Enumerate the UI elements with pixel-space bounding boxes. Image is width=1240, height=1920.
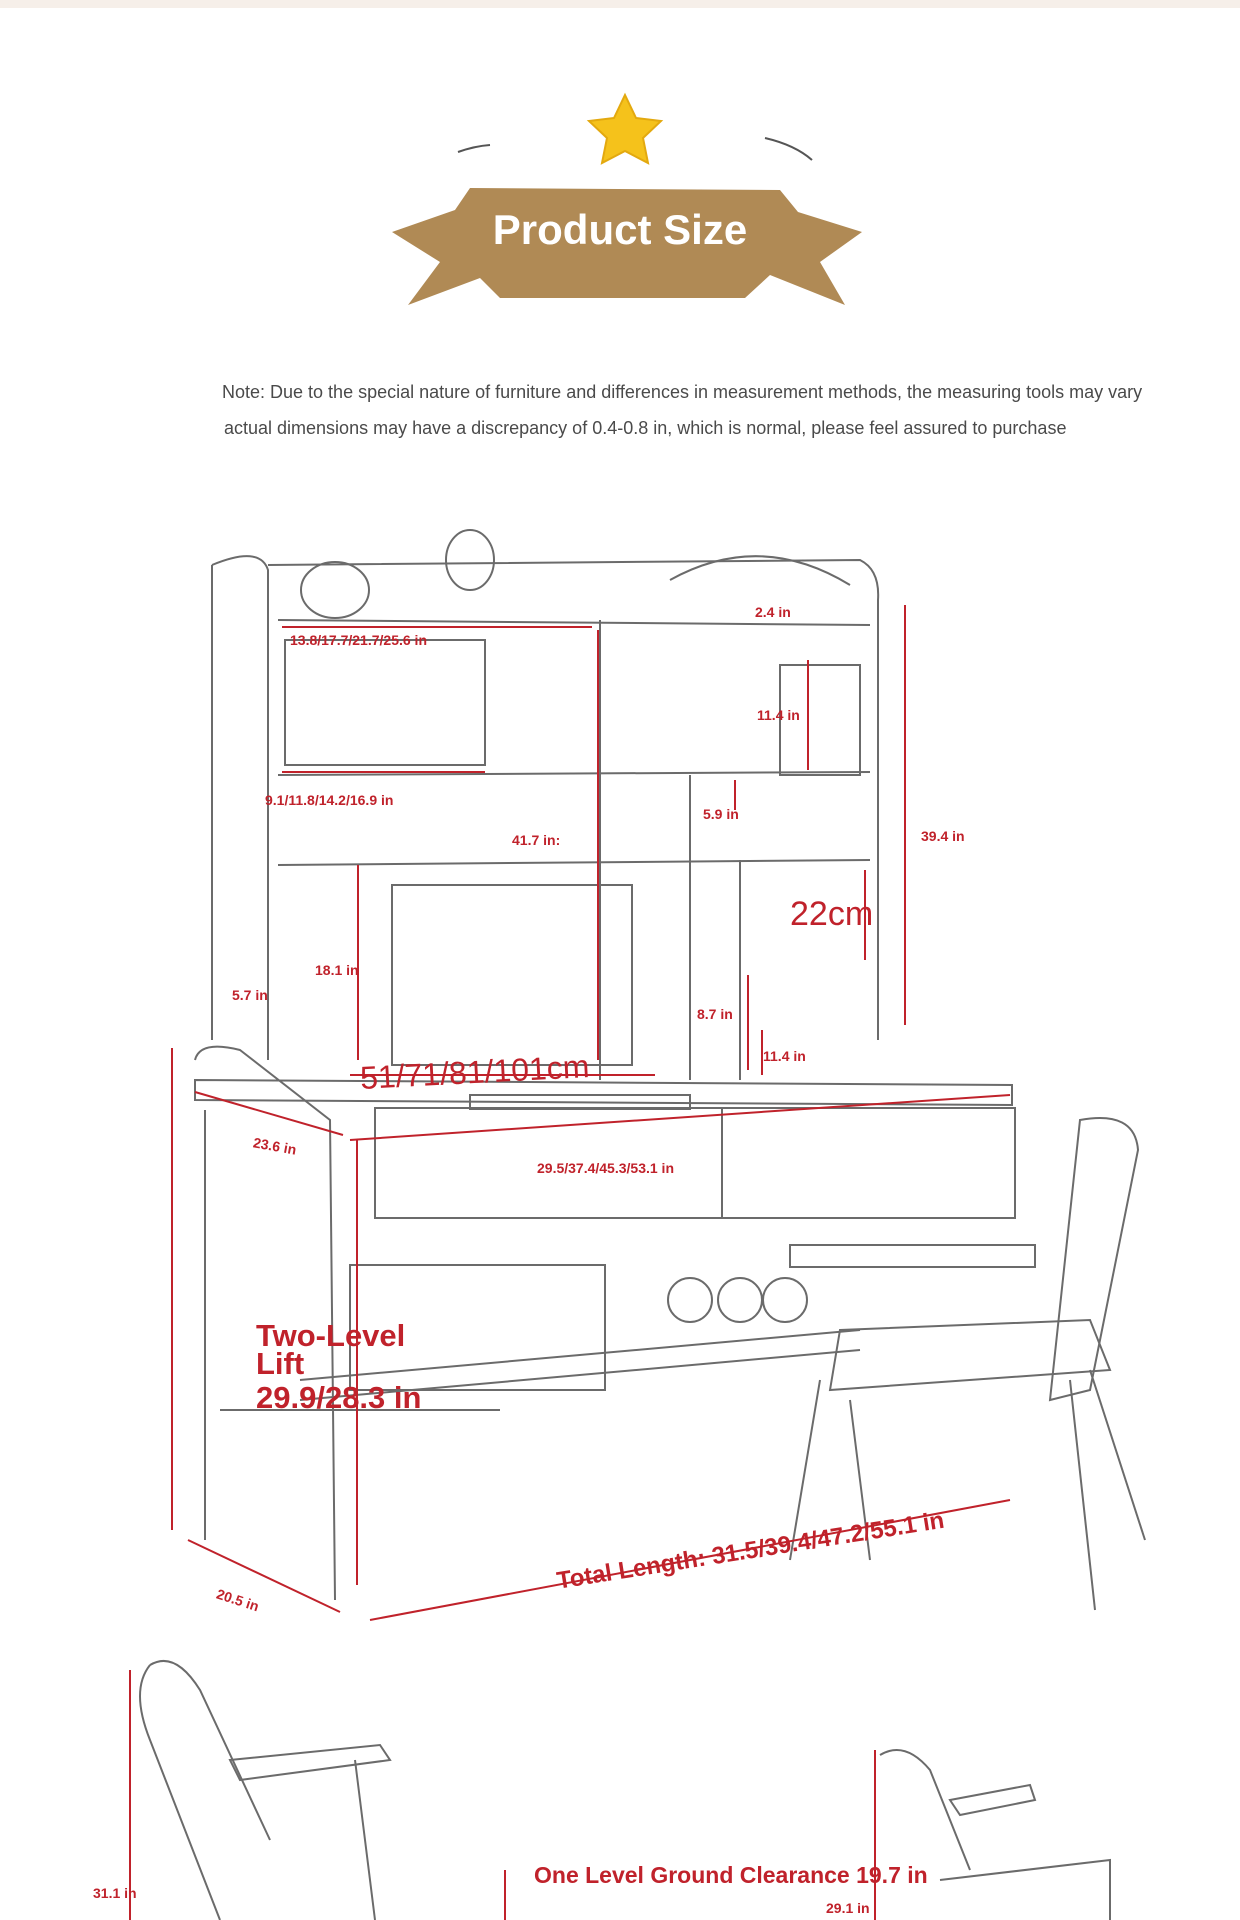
chair-height-right-label: 29.1 in <box>826 1900 870 1916</box>
cubby-cm-label: 22cm <box>790 895 874 933</box>
ground-clearance-label: One Level Ground Clearance 19.7 in <box>534 1862 928 1888</box>
note-line-1: Note: Due to the special nature of furni… <box>222 382 1143 402</box>
top-depth-label: 2.4 in <box>755 604 791 620</box>
right-height-label: 39.4 in <box>921 828 965 844</box>
top-shelf-width-label: 13.8/17.7/21.7/25.6 in <box>290 632 427 648</box>
decor-dash-left <box>457 144 491 153</box>
bottom-shelf-height-label: 11.4 in <box>763 1048 806 1064</box>
lift-value-label: 29.9/28.3 in <box>256 1380 422 1415</box>
top-bar <box>0 0 1240 8</box>
star-icon <box>586 92 664 165</box>
hutch-height-label: 41.7 in: <box>512 832 561 848</box>
small-shelf-height-label: 5.9 in <box>703 806 739 822</box>
banner-title: Product Size <box>492 206 748 253</box>
monitor-height-label: 18.1 in <box>315 962 359 978</box>
desk-hutch-sketch <box>194 529 1016 1601</box>
chair-sketch <box>789 1117 1146 1611</box>
note-line-2: actual dimensions may have a discrepancy… <box>224 418 1067 438</box>
shelf-height-right-label: 11.4 in <box>757 707 800 723</box>
mid-shelf-width-label: 9.1/11.8/14.2/16.9 in <box>265 792 394 808</box>
chair-height-label: 31.1 in <box>93 1885 137 1901</box>
banner-ribbon <box>392 188 862 305</box>
decor-dash-right <box>764 137 813 161</box>
bottom-chair-sketches <box>139 1660 1111 1920</box>
dimension-lines <box>129 605 1011 1920</box>
side-height-label: 5.7 in <box>232 987 268 1003</box>
lower-cubby-height-label: 8.7 in <box>697 1006 733 1022</box>
lift-title-label: Two-Level Lift <box>256 1318 406 1381</box>
drawer-width-label: 29.5/37.4/45.3/53.1 in <box>537 1160 674 1176</box>
